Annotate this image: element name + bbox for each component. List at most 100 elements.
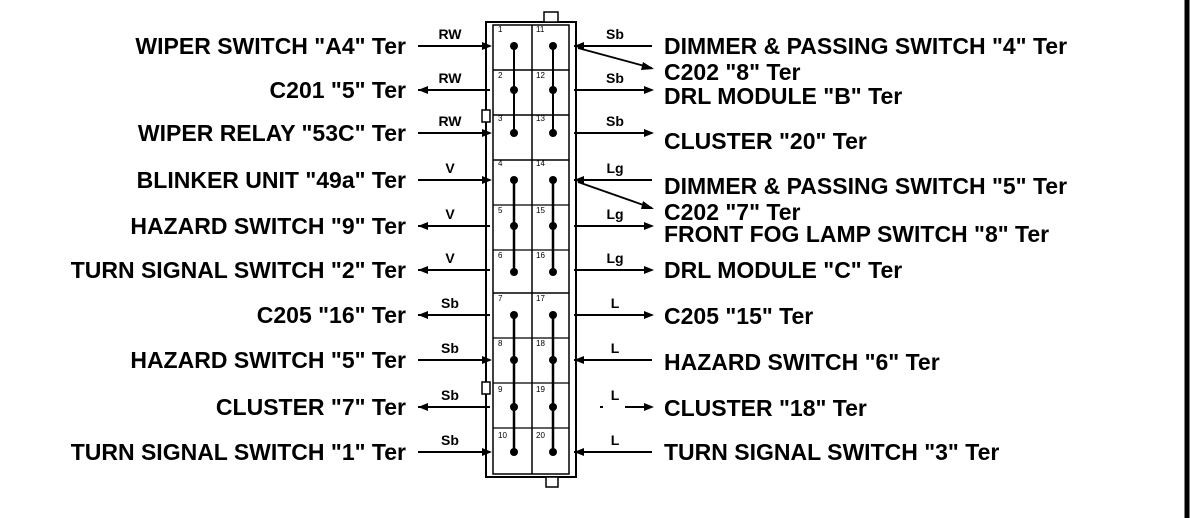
pin-number: 3 [498,114,503,123]
pin-number: 7 [498,294,503,303]
pin-number: 8 [498,339,503,348]
terminal-label: DRL MODULE "B" Ter [664,83,902,109]
wire-color-code: Sb [606,26,624,42]
terminal-label: C205 "15" Ter [664,303,813,329]
pin-number: 16 [536,251,545,260]
right-terminal: CLUSTER "18" Ter L [600,387,867,421]
pin-number: 18 [536,339,545,348]
arrow-head [418,311,428,319]
right-terminal: C205 "15" Ter L [574,295,813,329]
wire-color-code: Lg [606,206,623,222]
arrow-head [418,403,428,411]
arrow-head [644,266,654,274]
pin-contact [510,403,518,411]
arrow-head [644,86,654,94]
wire-color-code: L [611,387,620,403]
connector-block [481,11,577,488]
pin-number: 1 [498,25,503,34]
pin-contact [549,222,557,230]
right-terminal: CLUSTER "20" Ter Sb [574,113,867,154]
pin-contact [510,42,518,50]
right-terminal: C202 "7" Ter [577,181,800,225]
terminal-label: C202 "8" Ter [664,59,800,85]
arrow-head [644,311,654,319]
arrow-head [574,42,584,50]
left-terminal: TURN SIGNAL SWITCH "2" Ter V [71,250,490,283]
pin-number: 2 [498,71,503,80]
terminal-label: C205 "16" Ter [257,302,406,328]
wire-color-code: Sb [441,432,459,448]
wire-color-code: L [611,432,620,448]
connector-latch-top [543,11,559,23]
wire-color-code: V [445,160,455,176]
pin-contact [510,356,518,364]
wire-color-code: L [611,295,620,311]
terminal-label: WIPER RELAY "53C" Ter [138,120,406,146]
wire-color-code: RW [438,70,462,86]
pin-contact [549,86,557,94]
arrow-head [482,176,492,184]
arrow-head [644,129,654,137]
arrow-head [418,266,428,274]
terminal-label: WIPER SWITCH "A4" Ter [135,33,406,59]
pin-number: 17 [536,294,545,303]
wire-color-code: Lg [606,250,623,266]
connector-side-tab [481,109,491,123]
right-terminal: DRL MODULE "C" Ter Lg [574,250,902,283]
terminal-label: TURN SIGNAL SWITCH "2" Ter [71,257,406,283]
left-terminal: WIPER RELAY "53C" Ter RW [138,113,492,146]
terminal-label: C201 "5" Ter [270,77,406,103]
pin-number: 5 [498,206,503,215]
arrow-head [641,62,654,70]
arrow-head [644,403,654,411]
wire-color-code: V [445,206,455,222]
connector-side-tab [481,381,491,395]
left-terminal: WIPER SWITCH "A4" Ter RW [135,26,492,59]
left-terminal: C201 "5" Ter RW [270,70,490,103]
arrow-head [418,222,428,230]
right-terminal: C202 "8" Ter [577,47,800,85]
wire-color-code: Sb [441,387,459,403]
wire-color-code: V [445,250,455,266]
left-terminal: C205 "16" Ter Sb [257,295,490,328]
pin-number: 11 [536,25,545,34]
arrow-head [574,356,584,364]
pin-contact [549,403,557,411]
pin-contact [510,311,518,319]
pin-contact [549,356,557,364]
pin-contact [549,42,557,50]
terminal-label: CLUSTER "20" Ter [664,128,867,154]
wire-line [577,181,653,209]
wire-color-code: RW [438,26,462,42]
pin-contact [549,176,557,184]
wire-color-code: Sb [606,113,624,129]
pin-number: 9 [498,385,503,394]
pin-number: 12 [536,71,545,80]
wire-color-code: L [611,340,620,356]
terminal-label: BLINKER UNIT "49a" Ter [137,167,406,193]
pin-contact [510,176,518,184]
pin-contact [510,268,518,276]
pin-contact [549,311,557,319]
pin-number: 20 [536,431,545,440]
arrow-head [574,176,584,184]
wire-color-code: RW [438,113,462,129]
wire-line [577,47,653,69]
pin-number: 15 [536,206,545,215]
pin-number: 4 [498,159,503,168]
pin-contact [549,268,557,276]
terminal-label: DRL MODULE "C" Ter [664,257,902,283]
terminal-label: CLUSTER "18" Ter [664,395,867,421]
wire-color-code: Sb [441,295,459,311]
terminal-label: TURN SIGNAL SWITCH "3" Ter [664,439,999,465]
